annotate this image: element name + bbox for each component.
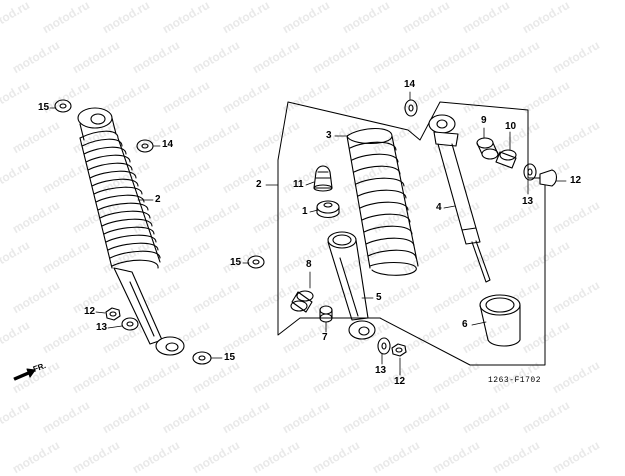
callout-1: 1 (302, 206, 308, 217)
group-boundary (277, 101, 546, 366)
bushing-9 (476, 137, 499, 160)
washer-15-top-left (54, 99, 72, 113)
bushing-7 (319, 305, 333, 323)
assembled-shock-absorber (77, 107, 185, 356)
washer-14-right (404, 99, 418, 117)
callout-2: 2 (256, 179, 262, 190)
callout-13: 13 (375, 365, 387, 376)
collar-10 (495, 149, 517, 169)
assembled-spring (79, 130, 161, 269)
callout-7: 7 (322, 332, 328, 343)
callout-10: 10 (505, 121, 517, 132)
callout-13: 13 (522, 196, 534, 207)
spring-3 (346, 127, 419, 276)
nut-12-left (105, 307, 121, 321)
washer-13-left (121, 317, 139, 331)
leader-lines (49, 91, 567, 376)
callout-4: 4 (436, 202, 442, 213)
bushing-1 (316, 200, 340, 219)
callout-14: 14 (404, 79, 416, 90)
callout-12: 12 (570, 175, 582, 186)
washer-15-bottom-left (192, 351, 212, 365)
callout-5: 5 (376, 292, 382, 303)
callout-12: 12 (394, 376, 406, 387)
collar-8 (290, 290, 314, 313)
washer-13-right (523, 163, 537, 181)
callout-13: 13 (96, 322, 108, 333)
damper-4 (428, 114, 491, 283)
diagram-code: 1263-F1702 (488, 376, 542, 385)
washer-15-mid-left (247, 255, 265, 269)
callout-3: 3 (326, 130, 332, 141)
callout-2: 2 (155, 194, 161, 205)
washer-14-left (136, 139, 154, 153)
callout-15: 15 (38, 102, 50, 113)
cap-nut-12-right (539, 169, 558, 187)
callout-15: 15 (224, 352, 236, 363)
lower-arm-5 (327, 231, 376, 340)
callout-11: 11 (293, 179, 304, 190)
callout-9: 9 (481, 115, 487, 126)
callout-8: 8 (306, 259, 312, 270)
stopper-11 (313, 165, 333, 192)
front-direction-arrow (13, 368, 36, 381)
washer-13-bottom (377, 337, 391, 355)
callout-15: 15 (230, 257, 242, 268)
callout-6: 6 (462, 319, 468, 330)
callout-12: 12 (84, 306, 96, 317)
boot-6 (479, 294, 521, 347)
nut-12-bottom (391, 343, 407, 357)
callout-14: 14 (162, 139, 174, 150)
